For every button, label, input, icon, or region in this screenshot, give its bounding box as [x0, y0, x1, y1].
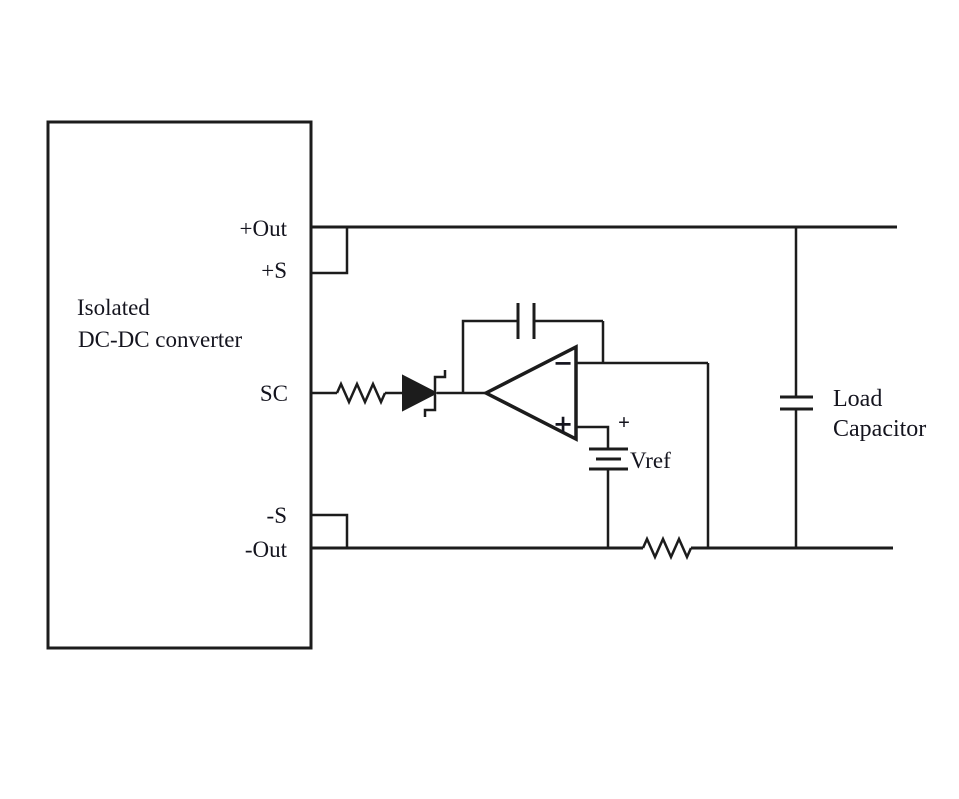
labels: +Out +S Isolated DC-DC converter SC -S -… [77, 216, 926, 562]
pin-label-pos-out: +Out [240, 216, 288, 241]
pin-label-signal-control: SC [260, 381, 288, 406]
pin-label-neg-out: -Out [245, 537, 288, 562]
load-capacitor-label-line2: Capacitor [833, 416, 926, 442]
load-capacitor-label-line1: Load [833, 386, 882, 412]
converter-name-line1: Isolated [77, 295, 150, 320]
zener-diode-cathode [423, 370, 447, 417]
opamp-triangle [482, 344, 578, 442]
converter-name-line2: DC-DC converter [78, 327, 242, 352]
neg-sense-stub-wire [311, 513, 349, 547]
feedback-cap-right-wire [534, 319, 605, 363]
zener-diode-anode [402, 374, 439, 412]
opamp-inverting-label: − [553, 348, 573, 377]
bottom-resistor [641, 535, 693, 561]
pin-label-pos-sense: +S [261, 258, 287, 283]
opamp-noninverting-label: + [553, 409, 573, 438]
pos-sense-stub-wire [311, 228, 349, 275]
circuit-lines [46, 120, 897, 650]
sc-resistor [335, 380, 387, 406]
vref-polarity-label: + [618, 410, 630, 434]
pin-label-neg-sense: -S [267, 503, 287, 528]
feedback-cap-left-wire [461, 319, 518, 393]
vref-label: Vref [630, 448, 671, 473]
converter-box [46, 120, 313, 650]
noninverting-input-wire [576, 425, 610, 449]
